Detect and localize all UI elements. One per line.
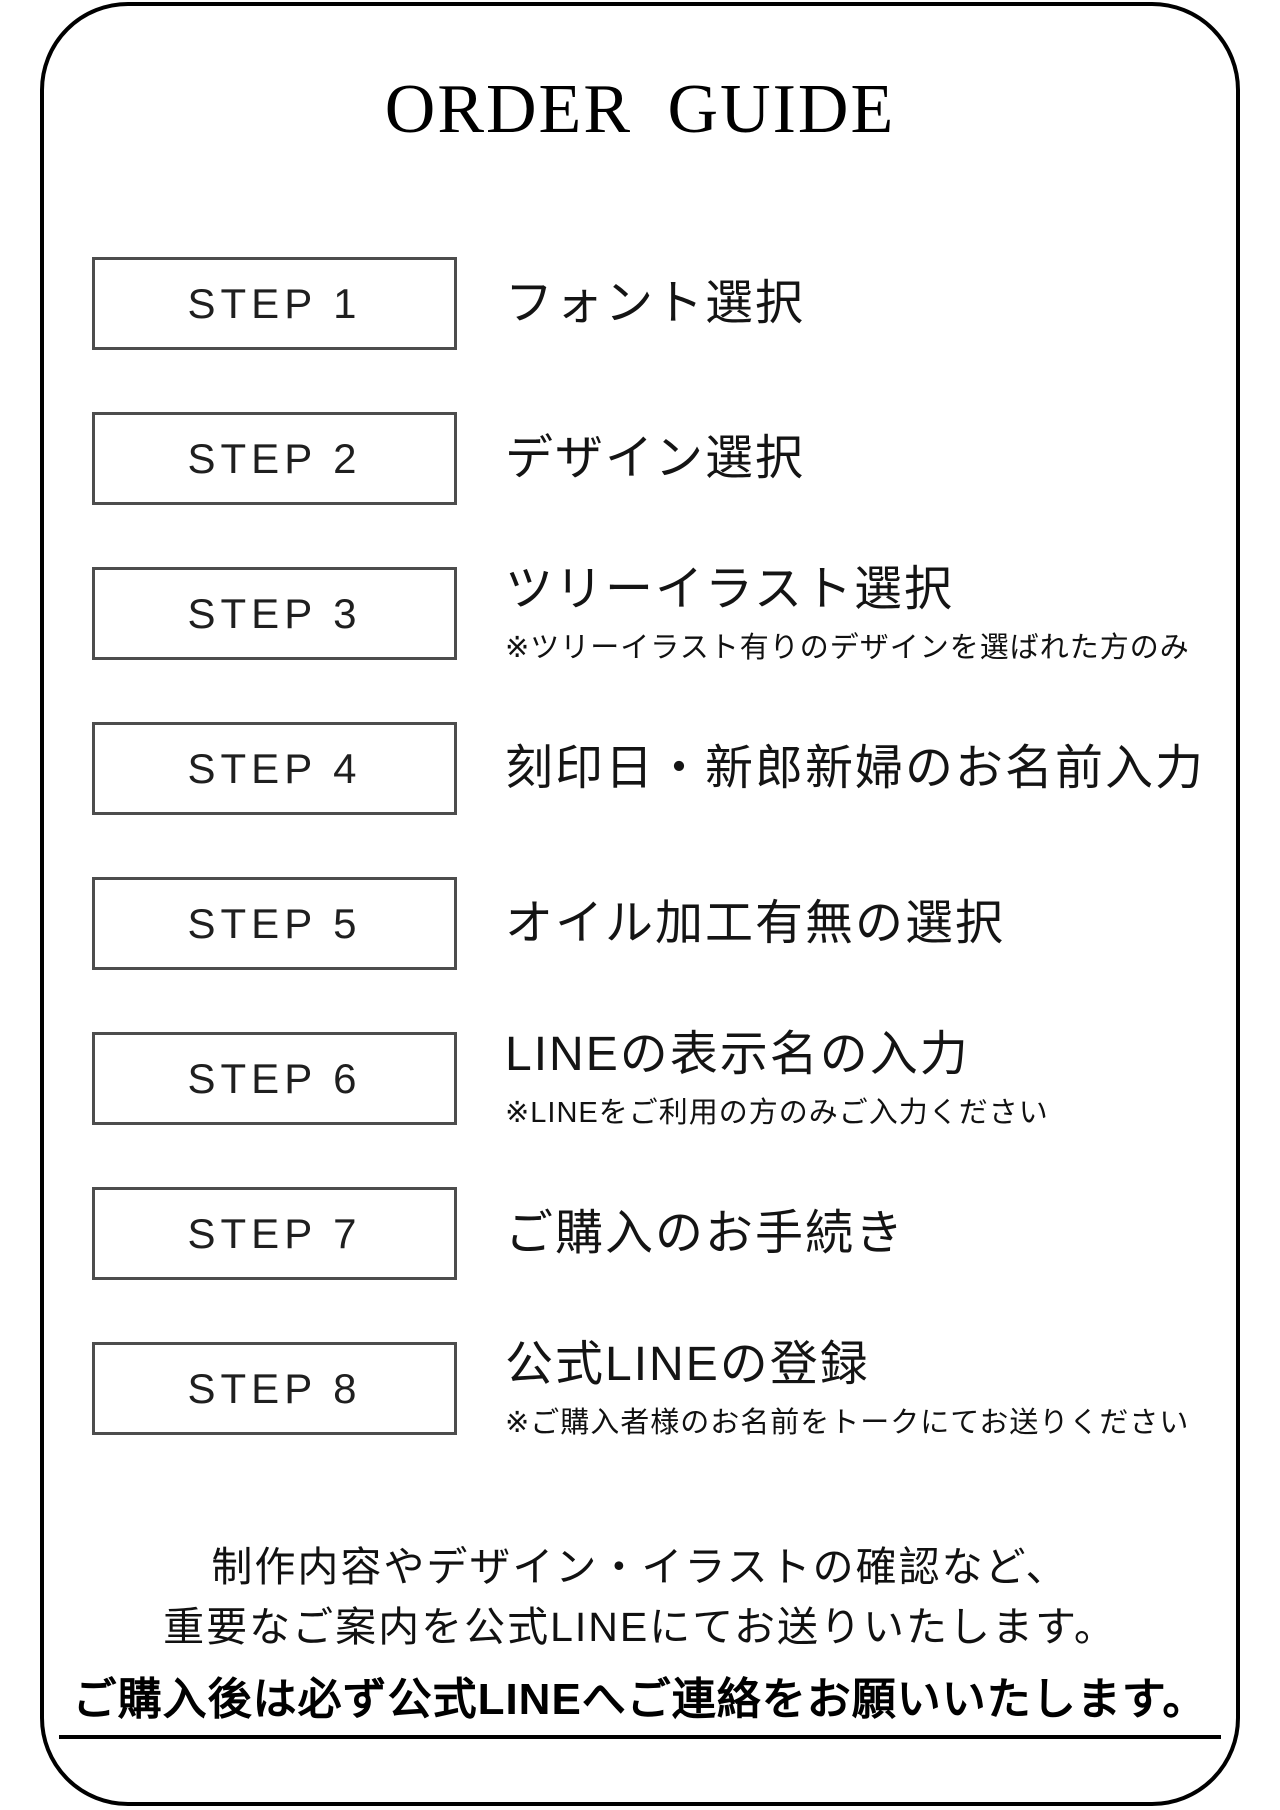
step-box-4: STEP 4 [92,722,457,815]
step-caption-7: ご購入のお手続き [505,1206,906,1260]
step-label-4: STEP 4 [187,744,362,792]
step-note-6: ※LINEをご利用の方のみご入力ください [505,1096,1049,1129]
step-label-5: STEP 5 [187,899,362,947]
step-text-4: 刻印日・新郎新婦のお名前入力 [505,722,1205,815]
step-row-6: STEP 6 LINEの表示名の入力 ※LINEをご利用の方のみご入力ください [92,1028,1205,1129]
step-row-5: STEP 5 オイル加工有無の選択 [92,877,1205,970]
step-text-6: LINEの表示名の入力 ※LINEをご利用の方のみご入力ください [505,1028,1049,1129]
step-box-8: STEP 8 [92,1342,457,1435]
step-caption-6: LINEの表示名の入力 [505,1027,970,1081]
footer-line-2: 重要なご案内を公式LINEにてお送りいたします。 [163,1604,1117,1650]
step-text-5: オイル加工有無の選択 [505,877,1005,970]
step-box-1: STEP 1 [92,257,457,350]
step-note-3: ※ツリーイラスト有りのデザインを選ばれた方のみ [505,631,1190,664]
footer-line-1: 制作内容やデザイン・イラストの確認など、 [211,1544,1069,1590]
step-row-7: STEP 7 ご購入のお手続き [92,1187,1205,1280]
step-label-7: STEP 7 [187,1209,362,1257]
step-note-8: ※ご購入者様のお名前をトークにてお送りください [505,1406,1190,1439]
step-row-8: STEP 8 公式LINEの登録 ※ご購入者様のお名前をトークにてお送りください [92,1338,1205,1439]
step-row-2: STEP 2 デザイン選択 [92,412,1205,505]
step-caption-8: 公式LINEの登録 [505,1337,870,1391]
step-caption-3: ツリーイラスト選択 [505,562,955,616]
step-text-1: フォント選択 [505,257,805,350]
step-label-3: STEP 3 [187,589,362,637]
footer: 制作内容やデザイン・イラストの確認など、 重要なご案内を公式LINEにてお送りい… [0,1537,1280,1739]
step-box-7: STEP 7 [92,1187,457,1280]
page-title: ORDER GUIDE [384,71,896,148]
steps-list: STEP 1 フォント選択 STEP 2 デザイン選択 STEP 3 ツリーイラ… [92,257,1205,1439]
step-box-5: STEP 5 [92,877,457,970]
step-box-2: STEP 2 [92,412,457,505]
step-caption-5: オイル加工有無の選択 [505,896,1006,950]
step-row-1: STEP 1 フォント選択 [92,257,1205,350]
page-border [40,2,1240,1806]
step-text-7: ご購入のお手続き [505,1187,905,1280]
step-caption-1: フォント選択 [505,276,806,330]
step-box-6: STEP 6 [92,1032,457,1125]
step-row-4: STEP 4 刻印日・新郎新婦のお名前入力 [92,722,1205,815]
step-label-8: STEP 8 [187,1364,362,1412]
step-box-3: STEP 3 [92,567,457,660]
step-caption-4: 刻印日・新郎新婦のお名前入力 [505,741,1206,795]
step-row-3: STEP 3 ツリーイラスト選択 ※ツリーイラスト有りのデザインを選ばれた方のみ [92,563,1205,664]
step-label-6: STEP 6 [187,1054,362,1102]
step-text-3: ツリーイラスト選択 ※ツリーイラスト有りのデザインを選ばれた方のみ [505,563,1190,664]
footer-highlight: ご購入後は必ず公式LINEへご連絡をお願いいたします。 [0,1663,1280,1739]
step-text-8: 公式LINEの登録 ※ご購入者様のお名前をトークにてお送りください [505,1338,1189,1439]
step-caption-2: デザイン選択 [505,431,806,485]
footer-highlight-text: ご購入後は必ず公式LINEへご連絡をお願いいたします。 [58,1663,1222,1739]
step-label-1: STEP 1 [187,279,362,327]
step-label-2: STEP 2 [187,434,362,482]
step-text-2: デザイン選択 [505,412,805,505]
